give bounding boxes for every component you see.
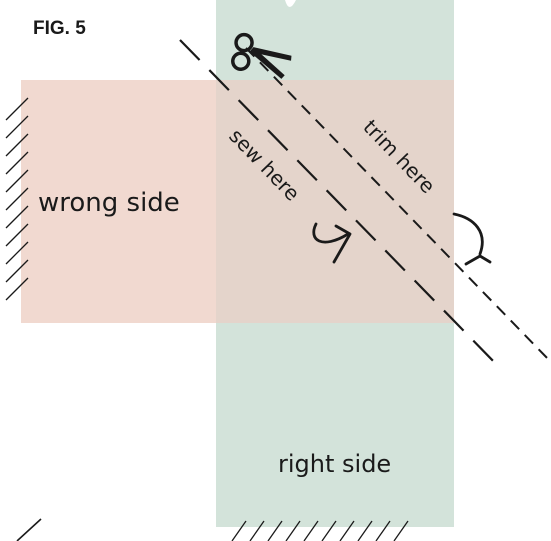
trim-arrow-icon bbox=[452, 212, 492, 266]
trim-line bbox=[245, 47, 551, 363]
left-edge-hatching bbox=[5, 97, 29, 301]
figure-label: FIG. 5 bbox=[33, 18, 86, 39]
overlap-area bbox=[216, 80, 454, 323]
bottom-edge-hatching bbox=[231, 520, 409, 541]
sew-arrow-icon bbox=[312, 222, 352, 264]
right-side-label: right side bbox=[278, 450, 391, 478]
wrong-side-label: wrong side bbox=[38, 188, 180, 218]
scissors-icon bbox=[231, 32, 292, 79]
stray-mark bbox=[16, 518, 42, 541]
sew-line bbox=[179, 39, 501, 369]
